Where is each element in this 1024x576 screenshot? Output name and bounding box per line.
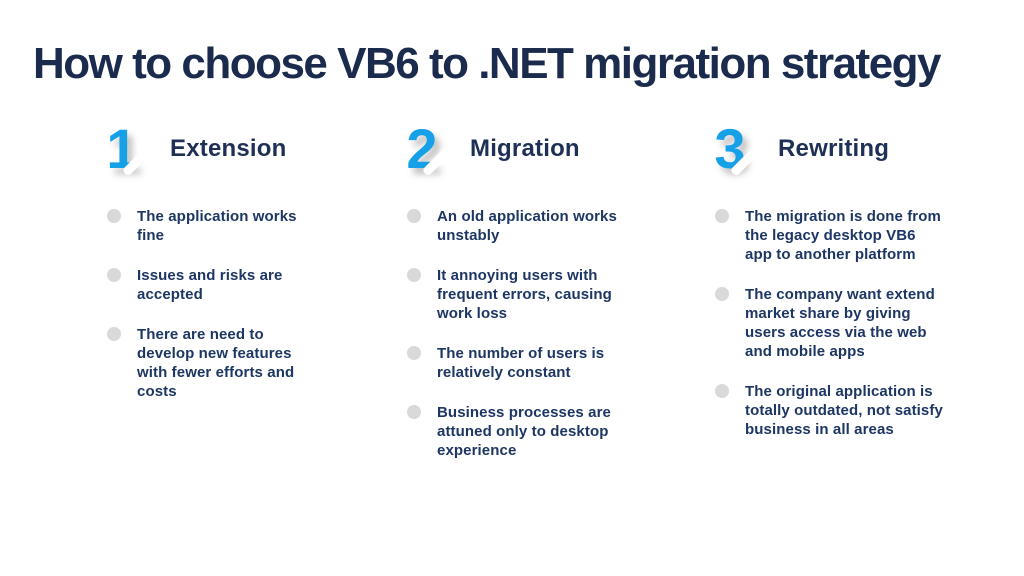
bullet-icon [407,405,421,419]
bullet-icon [107,209,121,223]
list-item-text: There are need to develop new features w… [137,326,295,400]
page-title: How to choose VB6 to .NET migration stra… [33,39,942,88]
list-item: The number of users is relatively consta… [407,344,638,382]
column-extension-heading: Extension [170,135,287,162]
list-item-text: The original application is totally outd… [745,383,943,438]
list-item-text: Business processes are attuned only to d… [437,404,611,459]
bullet-icon [407,268,421,282]
list-item: Issues and risks are accepted [107,266,318,304]
list-item: An old application works unstably [407,207,638,245]
bullet-icon [715,384,729,398]
column-migration: 2 Migration An old application works uns… [400,118,638,481]
bullet-icon [715,287,729,301]
list-item-text: It annoying users with frequent errors, … [437,267,612,322]
list-item-text: An old application works unstably [437,208,617,244]
list-item-text: The migration is done from the legacy de… [745,208,941,263]
column-migration-heading: Migration [470,135,580,162]
step-2-number-icon: 2 [400,121,453,177]
list-item: The migration is done from the legacy de… [715,207,946,264]
step-1-number-icon: 1 [100,121,153,177]
column-rewriting-heading: Rewriting [778,135,890,162]
list-item-text: The application works fine [137,208,297,244]
rewriting-bullet-list: The migration is done from the legacy de… [715,207,946,439]
bullet-icon [107,268,121,282]
bullet-icon [715,209,729,223]
bullet-icon [407,209,421,223]
migration-bullet-list: An old application works unstably It ann… [407,207,638,460]
list-item: There are need to develop new features w… [107,325,318,401]
column-migration-header: 2 Migration [400,118,638,180]
column-extension-header: 1 Extension [100,118,318,180]
column-extension: 1 Extension The application works fine I… [100,118,318,422]
list-item: Business processes are attuned only to d… [407,403,638,460]
column-rewriting: 3 Rewriting The migration is done from t… [708,118,946,460]
list-item: The original application is totally outd… [715,382,946,439]
extension-bullet-list: The application works fine Issues and ri… [107,207,318,401]
bullet-icon [107,327,121,341]
step-3-number-icon: 3 [708,121,761,177]
list-item-text: The number of users is relatively consta… [437,345,605,381]
column-rewriting-header: 3 Rewriting [708,118,946,180]
list-item: The company want extend market share by … [715,285,946,361]
list-item: The application works fine [107,207,318,245]
bullet-icon [407,346,421,360]
list-item: It annoying users with frequent errors, … [407,266,638,323]
list-item-text: Issues and risks are accepted [137,267,283,303]
list-item-text: The company want extend market share by … [745,286,935,360]
